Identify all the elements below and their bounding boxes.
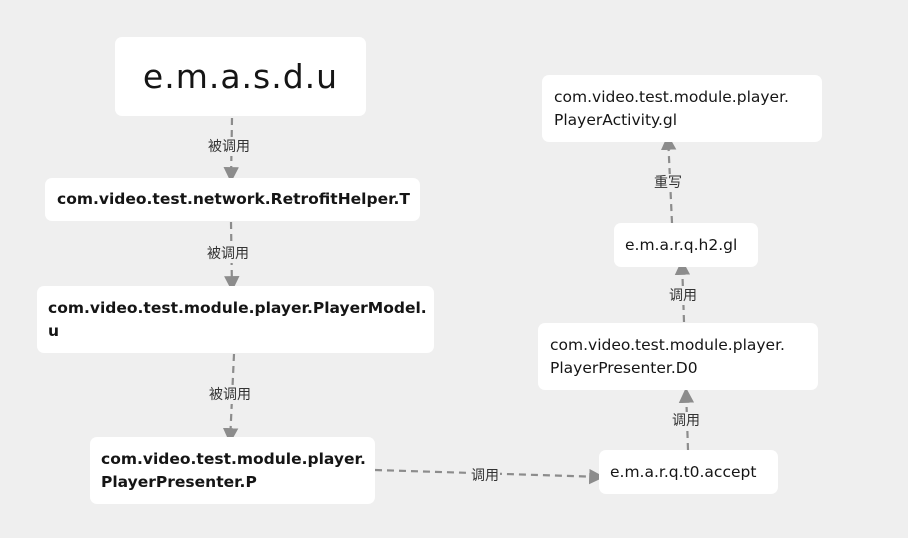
node-label: com.video.test.module.player. PlayerPres… <box>101 449 366 491</box>
node-label: com.video.test.module.player. PlayerPres… <box>550 335 785 377</box>
node-player-presenter-d0: com.video.test.module.player. PlayerPres… <box>538 323 818 390</box>
node-e-m-a-s-d-u: e.m.a.s.d.u <box>115 37 366 116</box>
node-player-model: com.video.test.module.player.PlayerModel… <box>37 286 434 353</box>
node-h2-gl: e.m.a.r.q.h2.gl <box>614 223 758 267</box>
edge-line-3 <box>222 353 239 444</box>
node-label: e.m.a.r.q.h2.gl <box>625 235 738 254</box>
node-label: com.video.test.module.player. PlayerActi… <box>554 87 789 129</box>
edge-line-7 <box>660 134 677 224</box>
node-label: com.video.test.module.player.PlayerModel… <box>48 298 427 340</box>
edge-label-6: 调用 <box>668 287 698 305</box>
edge-label-1: 被调用 <box>207 138 251 156</box>
edge-label-7: 重写 <box>653 174 683 192</box>
node-player-presenter-p: com.video.test.module.player. PlayerPres… <box>90 437 375 504</box>
edge-line-1 <box>223 117 239 183</box>
edge-label-4: 调用 <box>470 467 500 485</box>
edge-label-2: 被调用 <box>206 245 250 263</box>
edge-label-5: 调用 <box>671 412 701 430</box>
node-t0-accept: e.m.a.r.q.t0.accept <box>599 450 778 494</box>
node-retrofit-helper: com.video.test.network.RetrofitHelper.T <box>45 178 420 221</box>
node-player-activity: com.video.test.module.player. PlayerActi… <box>542 75 822 142</box>
node-label: com.video.test.network.RetrofitHelper.T <box>57 190 410 208</box>
edge-label-3: 被调用 <box>208 386 252 404</box>
node-label: e.m.a.r.q.t0.accept <box>610 462 757 481</box>
node-label: e.m.a.s.d.u <box>142 57 339 96</box>
